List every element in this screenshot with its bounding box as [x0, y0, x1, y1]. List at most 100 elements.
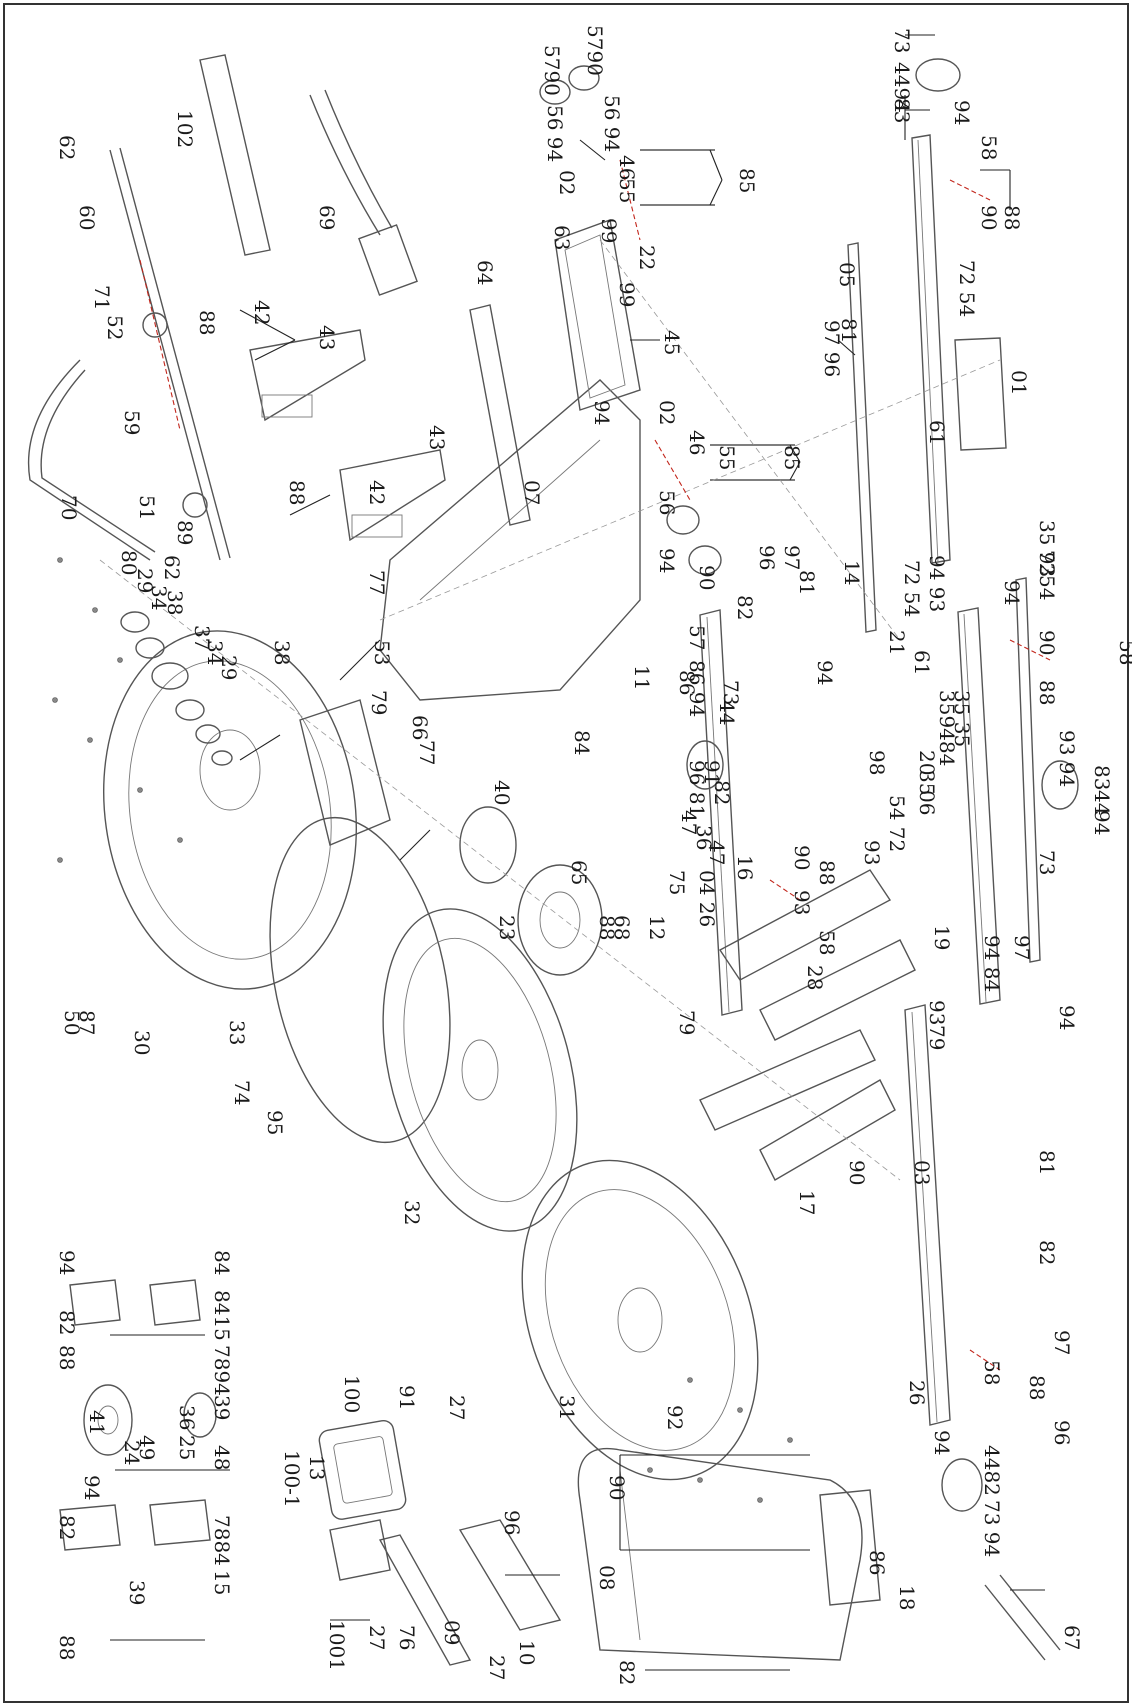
- part-label: 18: [895, 1585, 919, 1610]
- part-label: 97: [1010, 935, 1034, 960]
- part-label: 5790: [583, 25, 607, 76]
- part-label: 48: [210, 1445, 234, 1470]
- part-label: 64: [473, 260, 497, 285]
- part-label: 79: [675, 1010, 699, 1035]
- part-label: 96: [500, 1510, 524, 1535]
- part-label: 33: [225, 1020, 249, 1045]
- part-label: 84: [210, 1250, 234, 1275]
- part-label: 54 72: [885, 795, 909, 852]
- part-label: 69: [315, 205, 339, 230]
- part-label: 23: [495, 915, 519, 940]
- part-label: 22: [635, 245, 659, 270]
- part-label: 68: [610, 915, 634, 940]
- part-label: 94: [1090, 810, 1114, 835]
- part-label: 62: [55, 135, 79, 160]
- part-label: 14: [840, 560, 864, 585]
- part-label: 51: [135, 495, 159, 520]
- part-label: 100-1: [280, 1450, 304, 1508]
- part-label: 55: [615, 178, 639, 203]
- part-label: 99: [597, 218, 621, 243]
- bolts: [52, 557, 793, 1503]
- part-label: 57: [685, 625, 709, 650]
- part-label: 359484: [935, 690, 959, 766]
- part-label: 06: [915, 790, 939, 815]
- part-label: 82: [733, 595, 757, 620]
- part-label: 38: [163, 590, 187, 615]
- part-label: 29: [133, 568, 157, 593]
- part-label: 55: [715, 445, 739, 470]
- pedal-43-upper: [249, 329, 366, 422]
- part-label: 42: [365, 480, 389, 505]
- part-label: 83: [1090, 765, 1114, 790]
- part-label: 90: [695, 565, 719, 590]
- part-label: 34: [203, 640, 227, 665]
- part-label: 93 94: [1055, 730, 1079, 787]
- part-label: 7884: [210, 1515, 234, 1566]
- part-label: 43: [315, 325, 339, 350]
- part-label: 89: [173, 520, 197, 545]
- part-drawings: [27, 54, 1079, 1666]
- part-label: 27: [365, 1625, 389, 1650]
- part-label: 13: [305, 1455, 329, 1480]
- part-label: 66: [408, 715, 432, 740]
- part-label: 35 35: [950, 690, 974, 747]
- part-label: 20: [915, 750, 939, 775]
- part-label: 36: [175, 1405, 199, 1430]
- part-label: 42: [250, 300, 274, 325]
- part-label: 93: [860, 840, 884, 865]
- bearing-set: [120, 611, 233, 766]
- part-label: 82: [615, 1660, 639, 1685]
- part-label: 17: [795, 1190, 819, 1215]
- part-label: 26: [905, 1380, 929, 1405]
- part-label: 74: [230, 1080, 254, 1105]
- part-label: 72: [1035, 550, 1059, 575]
- part-labels: 73 4494 83 94 58 90 88 05 72 54 01 61 97…: [55, 25, 1132, 1685]
- part-label: 94 84: [980, 935, 1004, 992]
- handle-69: [309, 89, 418, 296]
- part-label: 47: [705, 840, 729, 865]
- part-label: 81: [837, 318, 861, 343]
- wheel-31: [521, 1159, 759, 1481]
- part-label: 21: [885, 630, 909, 655]
- part-label: 94: [1055, 1005, 1079, 1030]
- handle-102: [199, 54, 271, 256]
- part-label: 02: [555, 170, 579, 195]
- part-label: 94: [80, 1475, 104, 1500]
- part-label: 53: [370, 640, 394, 665]
- part-label: 84: [570, 730, 594, 755]
- part-label: 79: [925, 1025, 949, 1050]
- part-label: 47: [677, 810, 701, 835]
- part-label: 82: [55, 1515, 79, 1540]
- part-label: 85: [780, 445, 804, 470]
- belt-74: [269, 816, 451, 1144]
- frame-04: [699, 609, 743, 1016]
- panel-07: [379, 379, 641, 701]
- part-label: 86: [865, 1550, 889, 1575]
- part-label: 62: [160, 555, 184, 580]
- part-label: 79: [367, 690, 391, 715]
- part-label: 46: [615, 155, 639, 180]
- part-label: 5790: [540, 45, 564, 96]
- part-label: 35: [915, 770, 939, 795]
- hub-40: [459, 806, 517, 884]
- part-label: 19: [930, 925, 954, 950]
- part-label: 82: [710, 780, 734, 805]
- part-label: 96: [755, 545, 779, 570]
- part-label: 88: [815, 860, 839, 885]
- handlebar-tube: [109, 147, 231, 561]
- flywheel-30: [103, 630, 357, 990]
- leader-lines: [110, 34, 1045, 1671]
- part-label: 91: [700, 760, 724, 785]
- wheel-41: [83, 1384, 133, 1456]
- part-label: 08: [595, 1565, 619, 1590]
- part-label: 72 54: [955, 260, 979, 317]
- part-label: 80: [117, 550, 141, 575]
- part-label: 56 94: [543, 105, 567, 162]
- part-label: 7894: [210, 1345, 234, 1396]
- part-label: 86 94: [685, 660, 709, 717]
- part-label: 59: [120, 410, 144, 435]
- part-label: 83: [890, 98, 914, 123]
- part-label: 86: [675, 670, 699, 695]
- part-label: 72 54: [900, 560, 924, 617]
